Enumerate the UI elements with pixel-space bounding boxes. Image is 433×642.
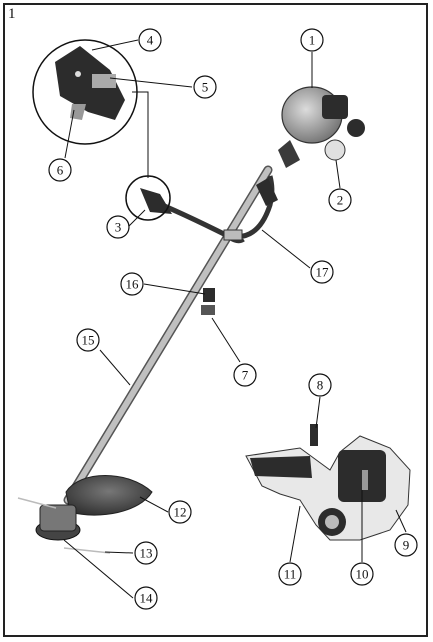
callout-11: 11 xyxy=(279,563,301,585)
callout-2: 2 xyxy=(329,189,351,211)
callout-5: 5 xyxy=(194,76,216,98)
callout-label: 3 xyxy=(115,220,122,235)
throttle-detail-inset xyxy=(33,40,137,144)
callout-17: 17 xyxy=(311,261,333,283)
callout-15: 15 xyxy=(77,329,99,351)
callout-label: 2 xyxy=(337,193,344,208)
callout-label: 1 xyxy=(309,33,316,48)
callout-label: 11 xyxy=(284,567,297,582)
callout-7: 7 xyxy=(234,364,256,386)
callout-label: 16 xyxy=(126,277,140,292)
engine-detail-inset xyxy=(246,424,410,540)
callout-label: 8 xyxy=(317,378,324,393)
callout-6: 6 xyxy=(49,159,71,181)
callout-label: 13 xyxy=(140,546,153,561)
callout-label: 10 xyxy=(356,567,369,582)
handlebar xyxy=(140,176,278,242)
callout-label: 17 xyxy=(316,265,330,280)
engine-assembly xyxy=(278,87,365,168)
callout-4: 4 xyxy=(139,29,161,51)
callout-9: 9 xyxy=(395,534,417,556)
callout-label: 4 xyxy=(147,33,154,48)
callout-label: 15 xyxy=(82,333,95,348)
callout-1: 1 xyxy=(301,29,323,51)
callout-16: 16 xyxy=(121,273,143,295)
callout-10: 10 xyxy=(351,563,373,585)
callout-12: 12 xyxy=(169,501,191,523)
shaft-clamp xyxy=(201,288,215,315)
callout-14: 14 xyxy=(135,587,157,609)
callout-label: 14 xyxy=(140,591,154,606)
callout-8: 8 xyxy=(309,374,331,396)
callout-label: 12 xyxy=(174,505,187,520)
cutting-head xyxy=(18,476,152,554)
callout-label: 9 xyxy=(403,538,410,553)
callout-3: 3 xyxy=(107,216,129,238)
callout-13: 13 xyxy=(135,542,157,564)
callout-label: 6 xyxy=(57,163,64,178)
callout-label: 7 xyxy=(242,368,249,383)
callout-label: 5 xyxy=(202,80,209,95)
